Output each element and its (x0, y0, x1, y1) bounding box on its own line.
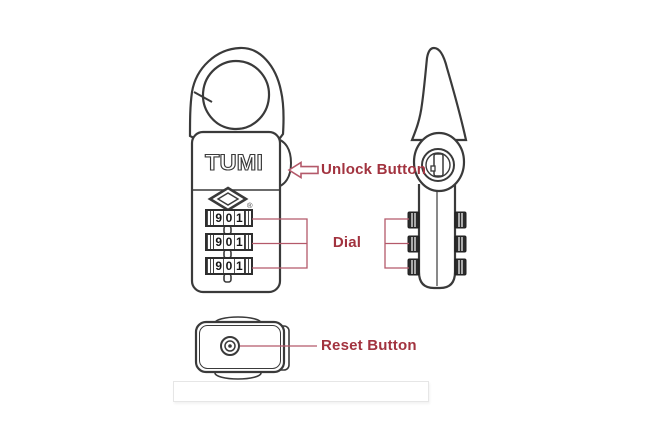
dial-digit: 1 (233, 259, 244, 273)
tumi-logo: TUMI (205, 150, 263, 175)
registered-mark: ® (247, 201, 253, 210)
keyway-inner-circle (425, 152, 451, 178)
side-view-drawing (407, 46, 468, 290)
dial-knurl-icon (243, 235, 251, 249)
dial-knurl-icon (207, 211, 214, 225)
unlock-button-label: Unlock Button (321, 161, 427, 178)
dial-row-2: 9 0 1 (205, 233, 253, 251)
reset-button-ring (224, 340, 236, 352)
dial-knurl-icon (243, 259, 251, 273)
dial-knurl-icon (243, 211, 251, 225)
dial-row-3: 9 0 1 (205, 257, 253, 275)
front-seam-line (193, 91, 213, 103)
dial-digit: 9 (215, 211, 222, 225)
bottom-body-inner-line (199, 325, 281, 369)
diamond-logo-inner (216, 192, 240, 206)
bottom-view-drawing (194, 316, 290, 380)
dial-knurl-icon (207, 235, 214, 249)
dial-digit: 0 (223, 259, 233, 273)
bottom-body-outline (194, 320, 286, 374)
key-slot (433, 153, 444, 177)
front-view-drawing: TUMI ® (188, 46, 293, 294)
dial-digit: 1 (233, 211, 244, 225)
dial-digit: 9 (215, 259, 222, 273)
dial-knurl-icon (207, 259, 214, 273)
key-slot-notch (430, 165, 436, 172)
reset-button-label: Reset Button (321, 337, 417, 354)
dial-digit: 9 (215, 235, 222, 249)
front-shackle-hole (201, 59, 271, 131)
footer-placeholder-box (173, 381, 429, 402)
dial-link (223, 273, 232, 283)
side-shackle-blade (410, 46, 468, 142)
side-dial-knobs-left (407, 211, 420, 276)
reset-button-dot (228, 344, 232, 348)
dial-digit: 1 (233, 235, 244, 249)
dial-digit: 0 (223, 211, 233, 225)
dial-digit: 0 (223, 235, 233, 249)
dial-label: Dial (332, 234, 362, 251)
dial-row-1: 9 0 1 (205, 209, 253, 227)
side-dial-knobs-right (454, 211, 467, 276)
